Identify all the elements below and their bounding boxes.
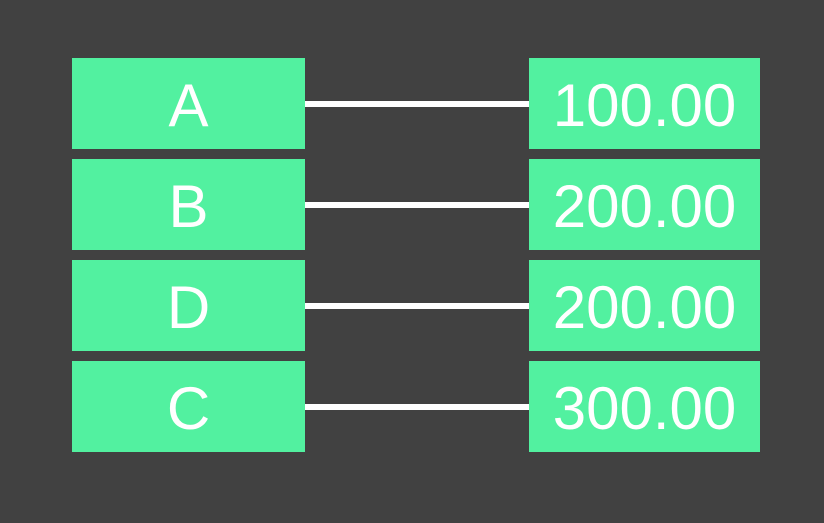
connector-line: [305, 100, 529, 107]
left-node-label: B: [168, 173, 209, 240]
diagram-row: D 200.00: [72, 260, 760, 351]
left-node-label: C: [166, 375, 211, 442]
left-node[interactable]: D: [72, 260, 305, 351]
right-node[interactable]: 300.00: [529, 361, 760, 452]
connector-line: [305, 201, 529, 208]
diagram-row: C 300.00: [72, 361, 760, 452]
right-node-value: 200.00: [552, 274, 737, 341]
diagram-row: A 100.00: [72, 58, 760, 149]
left-node-label: D: [166, 274, 211, 341]
left-node[interactable]: C: [72, 361, 305, 452]
left-node-label: A: [168, 72, 209, 139]
left-node[interactable]: B: [72, 159, 305, 250]
diagram-row: B 200.00: [72, 159, 760, 250]
connector-line: [305, 403, 529, 410]
connector-line: [305, 302, 529, 309]
right-node-value: 300.00: [552, 375, 737, 442]
right-node[interactable]: 200.00: [529, 260, 760, 351]
left-node[interactable]: A: [72, 58, 305, 149]
right-node-value: 100.00: [552, 72, 737, 139]
right-node-value: 200.00: [552, 173, 737, 240]
right-node[interactable]: 200.00: [529, 159, 760, 250]
right-node[interactable]: 100.00: [529, 58, 760, 149]
